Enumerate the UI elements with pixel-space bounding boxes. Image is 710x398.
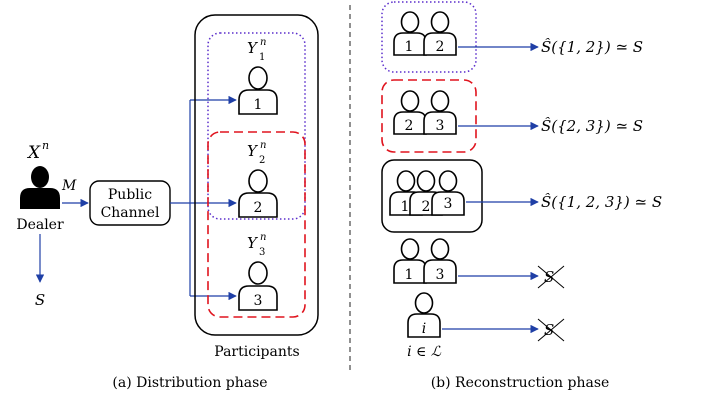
source-label: X n [26, 139, 49, 163]
broadcast-arrows [170, 95, 237, 301]
participant-id: 2 [254, 200, 263, 216]
message-label: M [61, 178, 77, 194]
recon-set-123-box [381, 159, 483, 233]
svg-text:2: 2 [436, 39, 445, 55]
qualified-set-12-box [207, 32, 306, 220]
participant-id: 1 [254, 97, 263, 113]
recon-result-23: Ŝ({2, 3}) ≃ S [541, 117, 643, 135]
participants-label: Participants [214, 344, 299, 360]
svg-text:3: 3 [436, 267, 445, 283]
fail-cross-icon [537, 318, 565, 342]
svg-text:3: 3 [436, 118, 445, 134]
qualified-set-23-box [207, 131, 306, 318]
recon-set-123-people: 1 2 3 [389, 170, 465, 216]
svg-text:1: 1 [405, 39, 414, 55]
recon-set-12-box [381, 1, 477, 73]
participant-1: Y n 1 1 [238, 37, 278, 115]
caption-reconstruction: (b) Reconstruction phase [431, 375, 610, 391]
dealer-icon [20, 166, 60, 209]
svg-text:2: 2 [422, 199, 431, 215]
leaker-set-label: i ∈ ℒ [407, 344, 442, 360]
recon-set-23-people: 2 3 [393, 90, 457, 135]
svg-text:2: 2 [405, 118, 414, 134]
recon-set-23-box [381, 79, 477, 153]
svg-text:n: n [260, 140, 266, 151]
recon-result-leaker: S [544, 321, 554, 339]
svg-text:n: n [42, 139, 49, 152]
participant-id: 3 [254, 293, 263, 309]
svg-text:n: n [260, 37, 266, 48]
recon-leaker-person: i [407, 292, 441, 338]
svg-text:i: i [422, 321, 426, 337]
recon-set-12-people: 1 2 [393, 11, 457, 56]
fail-cross-icon [537, 265, 565, 289]
svg-text:X: X [26, 143, 41, 163]
caption-distribution: (a) Distribution phase [112, 375, 267, 391]
svg-text:1: 1 [405, 267, 414, 283]
svg-text:1: 1 [401, 199, 410, 215]
svg-text:Y: Y [247, 39, 259, 57]
participant-2: Y n 2 2 [238, 140, 278, 218]
svg-text:3: 3 [444, 196, 453, 212]
recon-result-123: Ŝ({1, 2, 3}) ≃ S [541, 193, 662, 211]
svg-text:Y: Y [247, 142, 259, 160]
recon-result-12: Ŝ({1, 2}) ≃ S [541, 38, 643, 56]
svg-text:Y: Y [247, 234, 259, 252]
public-channel: Public Channel [89, 180, 171, 226]
dealer-label: Dealer [16, 217, 64, 233]
channel-label-line1: Public [108, 187, 152, 203]
channel-label-line2: Channel [101, 205, 160, 221]
participants-box [194, 14, 319, 336]
svg-text:2: 2 [259, 155, 265, 166]
recon-set-13-people: 1 3 [393, 238, 457, 284]
secret-label: S [35, 291, 45, 309]
recon-result-13: S [544, 268, 554, 286]
participant-3: Y n 3 3 [238, 232, 278, 311]
svg-text:n: n [260, 232, 266, 243]
svg-text:3: 3 [259, 247, 265, 258]
svg-text:1: 1 [259, 52, 265, 63]
